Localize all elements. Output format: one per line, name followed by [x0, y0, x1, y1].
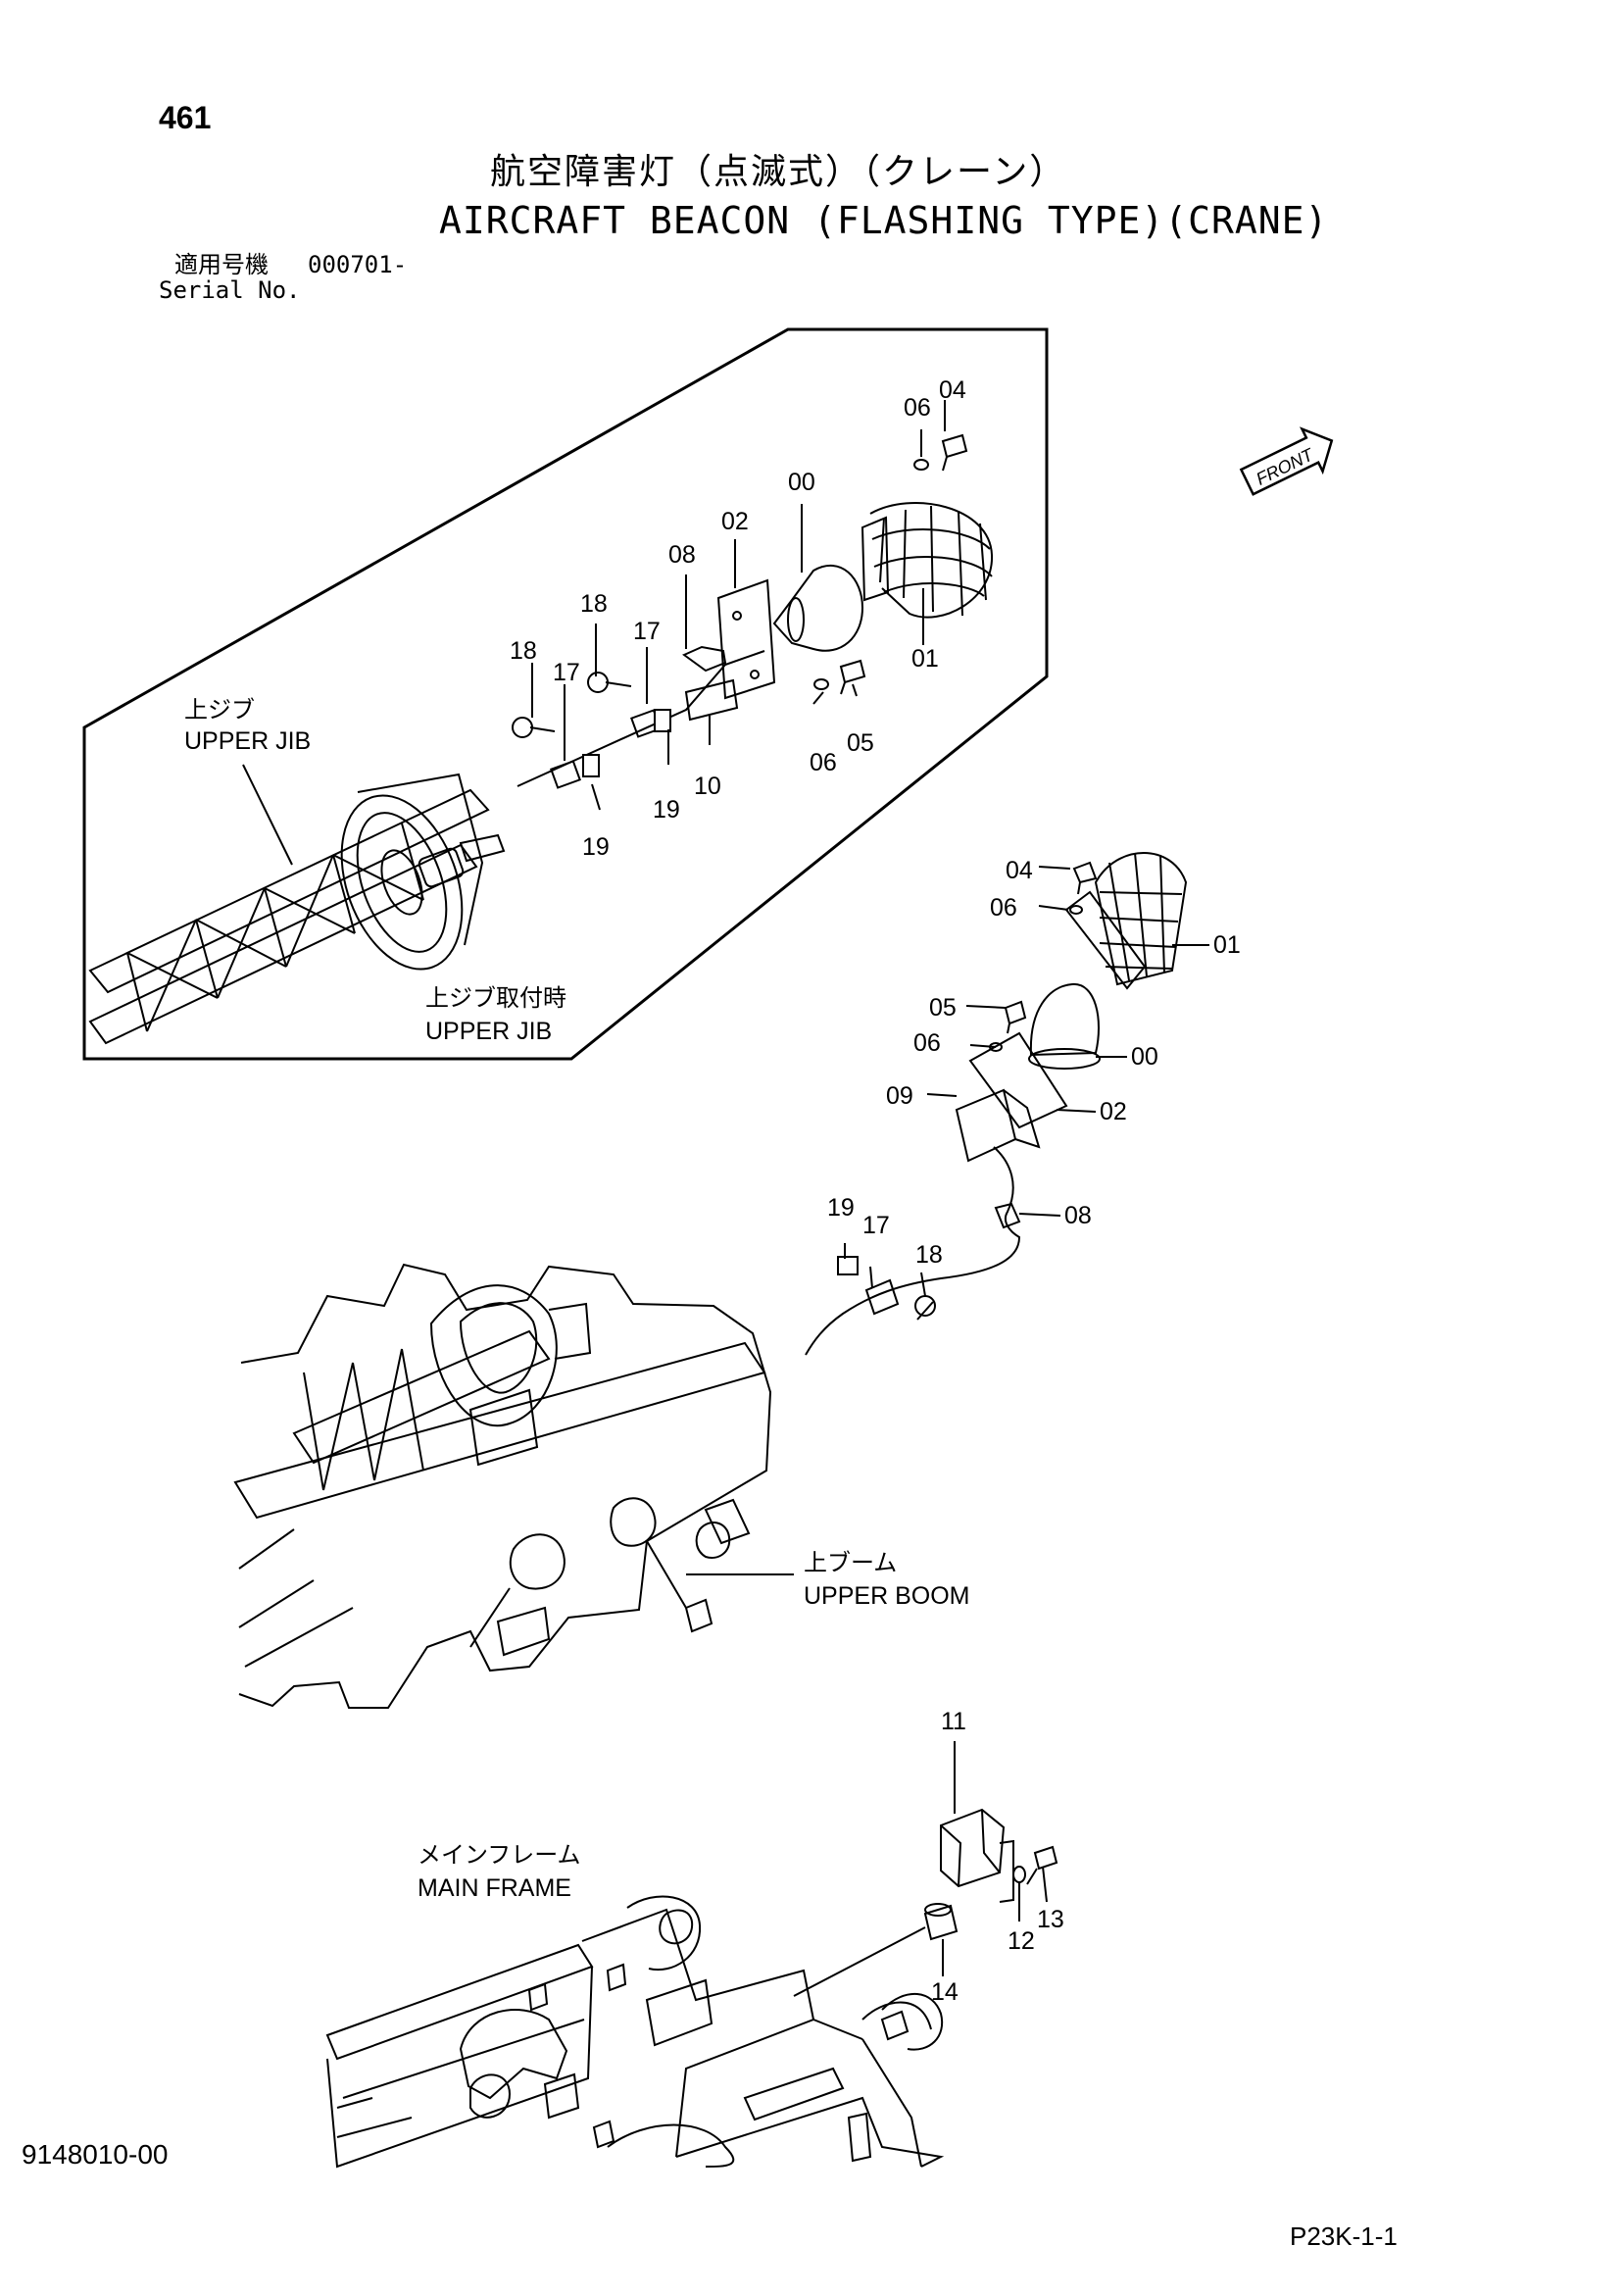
- inset-callout-17-left: 17: [553, 659, 580, 686]
- front-arrow: FRONT: [1239, 426, 1334, 496]
- upper-jib-mount-label-en: UPPER JIB: [425, 1018, 553, 1045]
- inset-callout-05: 05: [847, 729, 874, 757]
- inset-callout-19-left: 19: [582, 833, 610, 861]
- inset-callout-01: 01: [911, 645, 939, 673]
- upper-boom-label-jp: 上ブーム: [804, 1549, 898, 1576]
- callout-05: 05: [929, 994, 957, 1022]
- inset-beacon-parts: [512, 400, 994, 811]
- main-beacon-parts: [805, 852, 1209, 1356]
- callout-02: 02: [1100, 1098, 1127, 1125]
- inset-callout-19-right: 19: [653, 796, 680, 824]
- page-number: 461: [159, 100, 212, 135]
- inset-callout-08: 08: [668, 541, 696, 569]
- inset-callout-06-lower: 06: [810, 749, 837, 776]
- callout-00: 00: [1131, 1043, 1158, 1071]
- callout-17: 17: [862, 1212, 890, 1239]
- title-english: AIRCRAFT BEACON (FLASHING TYPE)(CRANE): [439, 199, 1329, 242]
- callout-13: 13: [1037, 1906, 1064, 1933]
- callout-09: 09: [886, 1082, 913, 1110]
- callout-12: 12: [1008, 1927, 1035, 1955]
- upper-jib-mount-label-jp: 上ジブ取付時: [425, 984, 566, 1012]
- main-bracket-parts: [793, 1741, 1058, 1997]
- callout-06-upper: 06: [990, 894, 1017, 922]
- callout-06-lower: 06: [913, 1029, 941, 1057]
- inset-callout-02: 02: [721, 508, 749, 535]
- inset-callout-04: 04: [939, 376, 966, 404]
- serial-label-english: Serial No.: [159, 276, 301, 304]
- inset-callout-18-left: 18: [510, 637, 537, 665]
- main-frame-structure: [325, 1895, 945, 2169]
- inset-callout-17-right: 17: [633, 618, 661, 645]
- inset-callout-10: 10: [694, 773, 721, 800]
- callout-14: 14: [931, 1978, 959, 2006]
- callout-08: 08: [1064, 1202, 1092, 1229]
- callout-04: 04: [1006, 857, 1033, 884]
- inset-upper-jib-structure: [88, 764, 506, 1045]
- callout-01: 01: [1213, 931, 1241, 959]
- inset-callout-18-right: 18: [580, 590, 608, 618]
- callout-18: 18: [915, 1241, 943, 1269]
- inset-callout-06-upper: 06: [904, 394, 931, 422]
- upper-jib-label-jp: 上ジブ: [184, 696, 255, 724]
- serial-value: 000701-: [308, 251, 408, 278]
- upper-boom-label-en: UPPER BOOM: [804, 1582, 970, 1610]
- title-japanese: 航空障害灯（点滅式）（クレーン）: [490, 152, 1067, 192]
- main-frame-label-en: MAIN FRAME: [418, 1874, 571, 1902]
- main-frame-label-jp: メインフレーム: [418, 1841, 581, 1869]
- inset-callout-00: 00: [788, 469, 815, 496]
- document-code: 9148010-00: [22, 2139, 169, 2170]
- upper-boom-structure: [233, 1263, 794, 1709]
- inset-frame: [82, 327, 1049, 1061]
- callout-19: 19: [827, 1194, 855, 1222]
- page-code: P23K-1-1: [1290, 2221, 1398, 2251]
- upper-jib-label-en: UPPER JIB: [184, 727, 312, 755]
- callout-11: 11: [941, 1708, 966, 1735]
- serial-label-japanese: 適用号機: [174, 251, 269, 278]
